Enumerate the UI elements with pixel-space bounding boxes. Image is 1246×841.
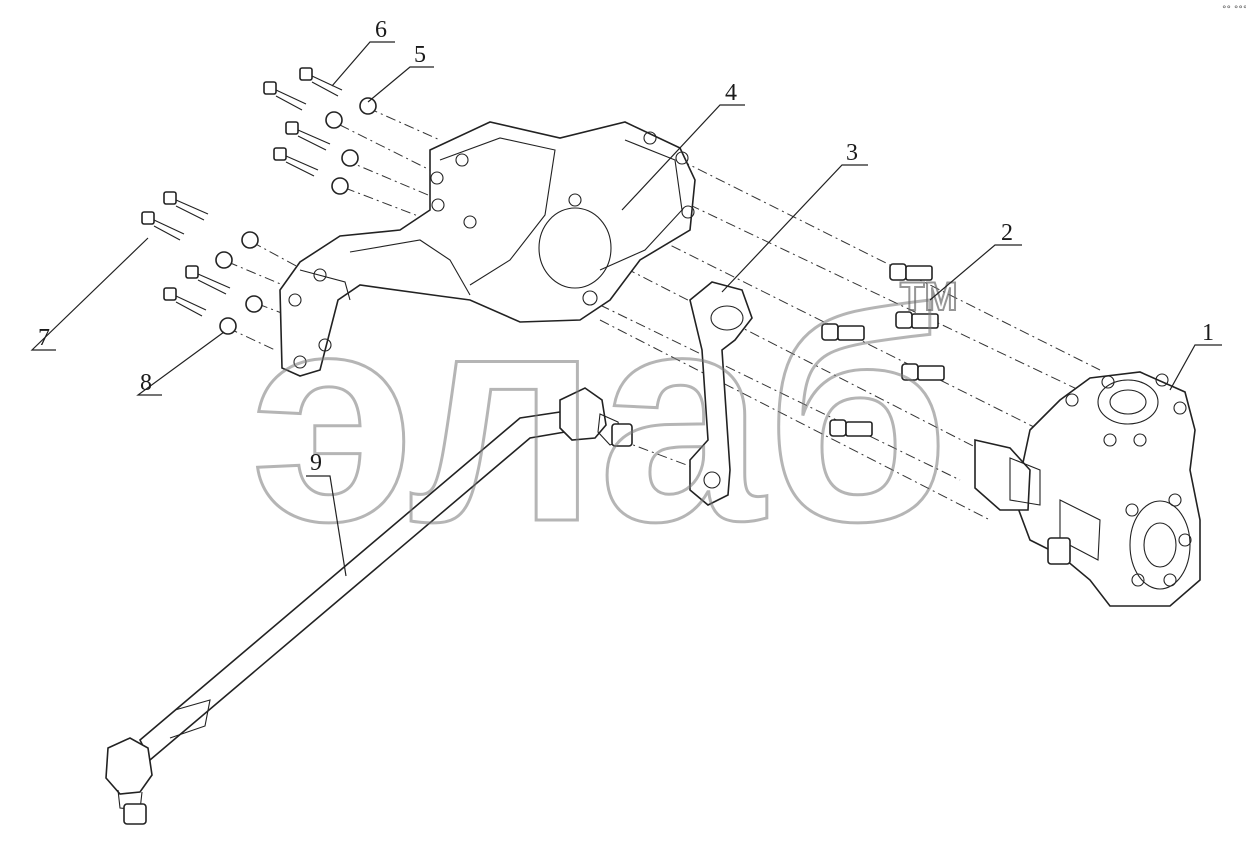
callout-5: 5: [414, 42, 426, 68]
bolt-group-lower: [141, 191, 263, 335]
watermark-logo: элаб TM: [249, 247, 959, 586]
mounting-bracket: [279, 121, 696, 377]
steering-gear: [974, 371, 1201, 607]
leader-lines: [30, 41, 1222, 577]
callout-labels: 1 2 3 4 5 6 7 8 9: [38, 17, 1214, 476]
callout-2: 2: [1001, 220, 1013, 246]
corner-mark: °° °°°: [1222, 5, 1246, 15]
bolt-group-right: [821, 263, 945, 437]
tie-rod: [105, 387, 633, 825]
callout-4: 4: [725, 80, 737, 106]
bolt-group-upper: [263, 67, 377, 195]
callout-1: 1: [1202, 320, 1214, 346]
callout-6: 6: [375, 17, 387, 43]
watermark-text: элаб: [250, 248, 950, 584]
callout-7: 7: [38, 325, 50, 351]
watermark-tm: TM: [900, 275, 958, 319]
callout-9: 9: [310, 450, 322, 476]
callout-3: 3: [846, 140, 858, 166]
pitman-arm: [689, 281, 753, 506]
callout-8: 8: [140, 370, 152, 396]
